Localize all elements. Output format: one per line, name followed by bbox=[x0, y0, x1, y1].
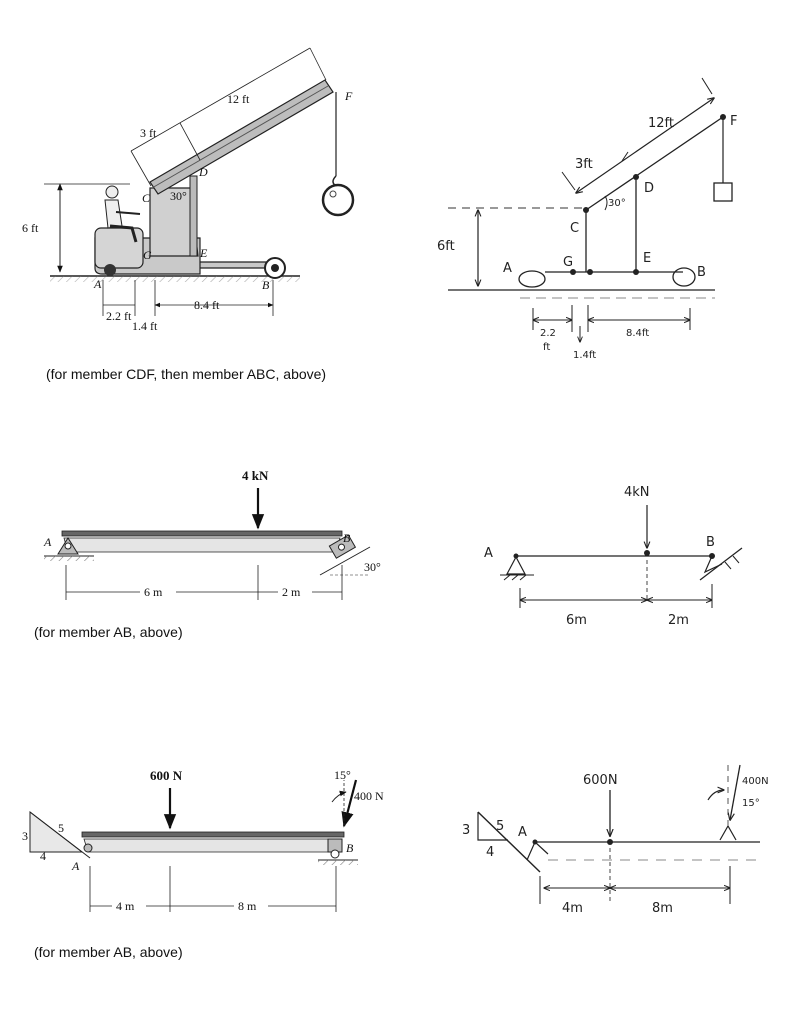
crane-label-c: C bbox=[142, 191, 151, 205]
crane-angle-30: 30° bbox=[170, 189, 187, 203]
crane-dim-8-4: 8.4 ft bbox=[194, 298, 220, 312]
beam2-sketch-dim-8: 8m bbox=[652, 901, 673, 916]
beam1-angle: 30° bbox=[364, 560, 381, 574]
beam1-sketch: 4kN A B 6m 2m bbox=[484, 485, 743, 628]
crane-dim-6: 6 ft bbox=[22, 221, 39, 235]
beam1-sketch-label-b: B bbox=[706, 535, 715, 550]
beam1-sketch-label-a: A bbox=[484, 546, 493, 561]
caption-beam2: (for member AB, above) bbox=[34, 944, 183, 960]
sketch-dim-6: 6ft bbox=[437, 239, 455, 254]
sketch-label-a: A bbox=[503, 261, 512, 276]
wrecking-ball bbox=[321, 183, 355, 217]
beam2-slope-4: 4 bbox=[40, 849, 46, 863]
beam2-load2-label: 400 N bbox=[354, 789, 384, 803]
crane-label-a: A bbox=[93, 277, 102, 291]
beam2-sketch: 3 4 5 A 600N 400N 15° 4m 8m bbox=[462, 760, 769, 916]
beam2-slope-5: 5 bbox=[58, 821, 64, 835]
caption-crane: (for member CDF, then member ABC, above) bbox=[46, 366, 327, 382]
crane-dim-2-2: 2.2 ft bbox=[106, 309, 132, 323]
beam1-label-b: B bbox=[343, 531, 351, 545]
sketch-dim-12: 12ft bbox=[648, 116, 674, 131]
sketch-label-b: B bbox=[697, 265, 706, 280]
beam2-figure: 3 4 5 B A 600 N 15° 400 N 4 m 8 m bbox=[22, 768, 384, 913]
beam1-dim-6: 6 m bbox=[144, 585, 163, 599]
crane-boom bbox=[149, 79, 334, 195]
beam1-label-a: A bbox=[43, 535, 52, 549]
beam2-sketch-load2: 400N bbox=[742, 776, 769, 787]
beam1-sketch-dim-6: 6m bbox=[566, 613, 587, 628]
sketch-load-box bbox=[713, 182, 733, 202]
sketch-dim-3: 3ft bbox=[575, 157, 593, 172]
sketch-dim-8-4: 8.4ft bbox=[626, 328, 649, 339]
sketch-label-c: C bbox=[570, 221, 579, 236]
beam2-dim-4: 4 m bbox=[116, 899, 135, 913]
operator-figure bbox=[104, 185, 141, 243]
crane-label-b: B bbox=[262, 278, 270, 292]
sketch-dim-2-2b: ft bbox=[543, 342, 550, 353]
beam1-sketch-load: 4kN bbox=[624, 485, 650, 500]
crane-mast bbox=[149, 187, 199, 257]
crane-label-d: D bbox=[198, 165, 208, 179]
beam2-sketch-slope-5: 5 bbox=[496, 819, 504, 834]
beam2-sketch-slope-3: 3 bbox=[462, 823, 470, 838]
beam1-dim-2: 2 m bbox=[282, 585, 301, 599]
sketch-label-e: E bbox=[643, 251, 651, 266]
sketch-label-f: F bbox=[730, 114, 737, 129]
crane-figure: 12 ft 3 ft F D C 30° E G A B 6 ft 2.2 ft… bbox=[22, 47, 355, 333]
beam2-sketch-slope-4: 4 bbox=[486, 845, 494, 860]
beam2-sketch-load1: 600N bbox=[583, 773, 618, 788]
sketch-dim-1-4: 1.4ft bbox=[573, 350, 596, 361]
beam2-load1-label: 600 N bbox=[150, 768, 183, 783]
crane-label-f: F bbox=[344, 89, 353, 103]
crane-dim-1-4: 1.4 ft bbox=[132, 319, 158, 333]
sketch-label-g: G bbox=[563, 255, 573, 270]
beam2-label-b: B bbox=[346, 841, 354, 855]
crane-dim-3: 3 ft bbox=[140, 126, 157, 140]
crane-label-g: G bbox=[143, 248, 152, 262]
sketch-label-d: D bbox=[644, 181, 654, 196]
crane-dim-12: 12 ft bbox=[227, 92, 250, 106]
beam1-load-label: 4 kN bbox=[242, 468, 269, 483]
beam2-angle: 15° bbox=[334, 768, 351, 782]
beam2-sketch-angle: 15° bbox=[742, 798, 760, 809]
caption-beam1: (for member AB, above) bbox=[34, 624, 183, 640]
beam2-sketch-dim-4: 4m bbox=[562, 901, 583, 916]
beam2-sketch-label-a: A bbox=[518, 825, 527, 840]
crane-sketch: 12ft 3ft 30° 6ft F D C E G A B 2.2 ft 8.… bbox=[437, 77, 737, 361]
beam2-dim-8: 8 m bbox=[238, 899, 257, 913]
beam1-sketch-dim-2: 2m bbox=[668, 613, 689, 628]
sketch-dim-2-2a: 2.2 bbox=[540, 328, 556, 339]
beam2-slope-3: 3 bbox=[22, 829, 28, 843]
beam2-label-a: A bbox=[71, 859, 80, 873]
beam1-figure: 30° 4 kN A B 6 m 2 m bbox=[43, 468, 381, 600]
crane-label-e: E bbox=[199, 246, 208, 260]
sketch-angle-30: 30° bbox=[608, 198, 626, 209]
